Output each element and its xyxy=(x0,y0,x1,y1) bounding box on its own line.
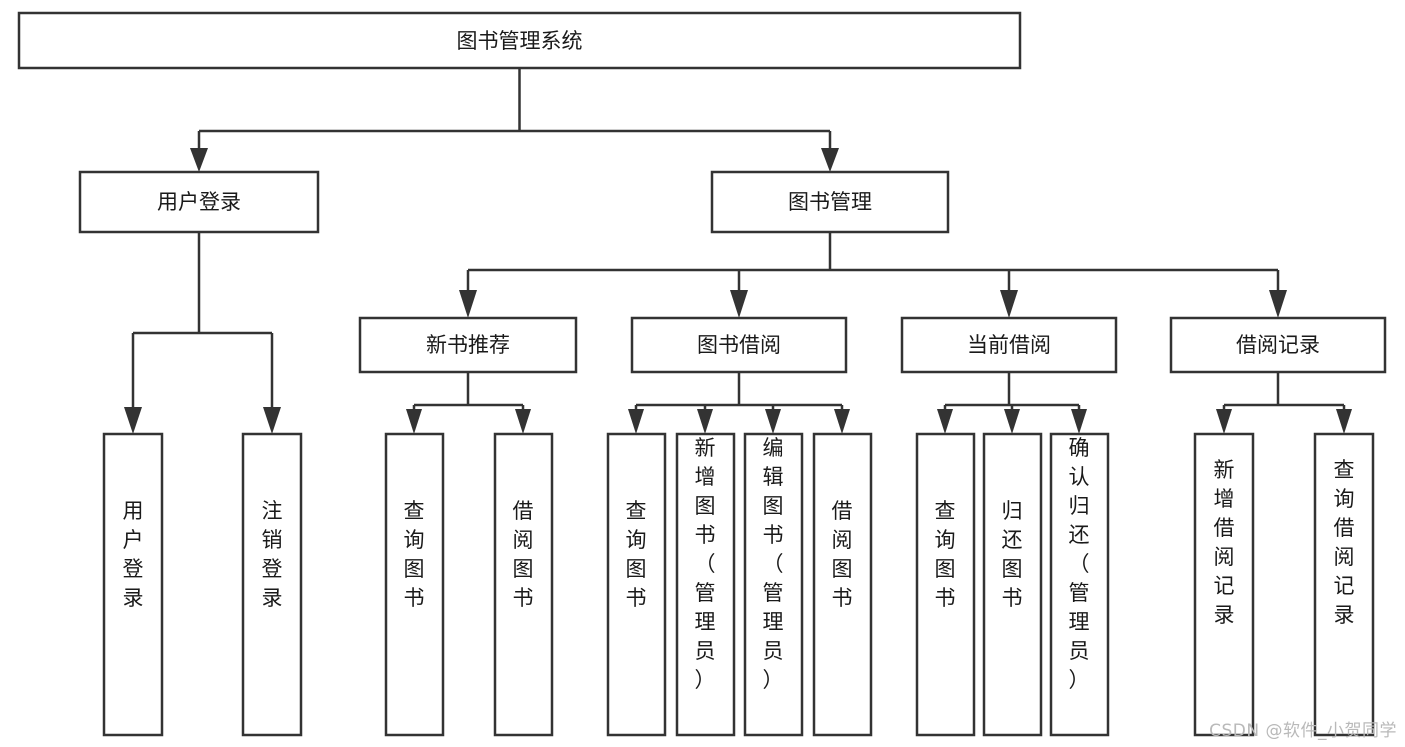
node-leaf-user-login-box[interactable] xyxy=(102,432,164,737)
node-borrow-record[interactable]: 借阅记录 xyxy=(1169,316,1387,374)
node-leaf-return-book[interactable]: 归还图书 xyxy=(982,432,1043,737)
node-root-label: 图书管理系统 xyxy=(457,29,583,53)
node-leaf-query-book-3-label: 查询图书 xyxy=(935,499,956,610)
node-book-management-label: 图书管理 xyxy=(788,190,872,214)
node-leaf-user-logout-box[interactable] xyxy=(241,432,303,737)
arrow-head-leaf-query-book-1 xyxy=(406,409,422,434)
node-leaf-query-record-label: 查询借阅记录 xyxy=(1334,458,1355,627)
node-user-login[interactable]: 用户登录 xyxy=(78,170,320,234)
node-book-management-box[interactable] xyxy=(710,170,950,234)
node-leaf-query-book-2-box[interactable] xyxy=(606,432,667,737)
arrow-head-leaf-return-book xyxy=(1004,409,1020,434)
connector-layer xyxy=(124,68,1352,434)
csdn-watermark: CSDN @软件_小贺同学 xyxy=(1209,721,1397,741)
node-leaf-user-logout-label: 注销登录 xyxy=(262,499,283,610)
node-leaf-add-book-label: 新增图书（管理员） xyxy=(695,436,716,692)
node-new-book-recommend-label: 新书推荐 xyxy=(426,333,510,357)
node-leaf-query-record[interactable]: 查询借阅记录 xyxy=(1313,432,1375,737)
node-leaf-borrow-book-1-label: 借阅图书 xyxy=(513,499,534,610)
node-borrow-record-label: 借阅记录 xyxy=(1236,333,1320,357)
node-leaf-user-login-label: 用户登录 xyxy=(123,499,144,610)
node-borrow-record-box[interactable] xyxy=(1169,316,1387,374)
node-current-borrow-label: 当前借阅 xyxy=(967,333,1051,357)
node-root[interactable]: 图书管理系统 xyxy=(17,11,1022,70)
node-leaf-user-logout[interactable]: 注销登录 xyxy=(241,432,303,737)
node-leaf-query-book-2-label: 查询图书 xyxy=(626,499,647,610)
node-leaf-query-book-1[interactable]: 查询图书 xyxy=(384,432,445,737)
node-leaf-borrow-book-1[interactable]: 借阅图书 xyxy=(493,432,554,737)
arrow-head-leaf-edit-book xyxy=(765,409,781,434)
node-leaf-borrow-book-1-box[interactable] xyxy=(493,432,554,737)
arrow-head-new-book-recommend xyxy=(459,290,477,318)
arrow-head-leaf-query-book-2 xyxy=(628,409,644,434)
arrow-head-leaf-add-book xyxy=(697,409,713,434)
node-leaf-query-book-2[interactable]: 查询图书 xyxy=(606,432,667,737)
arrow-head-leaf-confirm-return xyxy=(1071,409,1087,434)
node-leaf-query-book-1-box[interactable] xyxy=(384,432,445,737)
node-current-borrow[interactable]: 当前借阅 xyxy=(900,316,1118,374)
node-root-box[interactable] xyxy=(17,11,1022,70)
arrow-head-leaf-add-record xyxy=(1216,409,1232,434)
node-user-login-label: 用户登录 xyxy=(157,190,241,214)
node-leaf-return-book-box[interactable] xyxy=(982,432,1043,737)
node-new-book-recommend-box[interactable] xyxy=(358,316,578,374)
node-leaf-add-record-label: 新增借阅记录 xyxy=(1214,458,1235,627)
node-leaf-edit-book-box[interactable] xyxy=(743,432,804,737)
node-leaf-confirm-return-label: 确认归还（管理员） xyxy=(1069,436,1090,692)
arrow-head-leaf-query-record xyxy=(1336,409,1352,434)
node-leaf-add-record[interactable]: 新增借阅记录 xyxy=(1193,432,1255,737)
arrow-head-borrow-record xyxy=(1269,290,1287,318)
node-book-management[interactable]: 图书管理 xyxy=(710,170,950,234)
node-leaf-add-book[interactable]: 新增图书（管理员） xyxy=(675,432,736,737)
node-leaf-return-book-label: 归还图书 xyxy=(1002,499,1023,610)
node-leaf-confirm-return[interactable]: 确认归还（管理员） xyxy=(1049,432,1110,737)
node-book-borrow[interactable]: 图书借阅 xyxy=(630,316,848,374)
arrow-head-leaf-borrow-book-1 xyxy=(515,409,531,434)
node-leaf-user-login[interactable]: 用户登录 xyxy=(102,432,164,737)
node-book-borrow-label: 图书借阅 xyxy=(697,333,781,357)
node-leaf-borrow-book-2-box[interactable] xyxy=(812,432,873,737)
arrow-head-current-borrow xyxy=(1000,290,1018,318)
arrow-head-user-login xyxy=(190,148,208,172)
arrow-head-leaf-user-login xyxy=(124,407,142,434)
node-current-borrow-box[interactable] xyxy=(900,316,1118,374)
node-user-login-box[interactable] xyxy=(78,170,320,234)
arrow-head-leaf-borrow-book-2 xyxy=(834,409,850,434)
node-leaf-borrow-book-2[interactable]: 借阅图书 xyxy=(812,432,873,737)
node-leaf-borrow-book-2-label: 借阅图书 xyxy=(832,499,853,610)
node-leaf-edit-book-label: 编辑图书（管理员） xyxy=(763,436,784,692)
node-leaf-add-book-box[interactable] xyxy=(675,432,736,737)
node-leaf-query-book-1-label: 查询图书 xyxy=(404,499,425,610)
node-new-book-recommend[interactable]: 新书推荐 xyxy=(358,316,578,374)
arrow-head-leaf-query-book-3 xyxy=(937,409,953,434)
node-leaf-query-book-3-box[interactable] xyxy=(915,432,976,737)
arrow-head-leaf-user-logout xyxy=(263,407,281,434)
node-leaf-edit-book[interactable]: 编辑图书（管理员） xyxy=(743,432,804,737)
node-leaf-confirm-return-box[interactable] xyxy=(1049,432,1110,737)
arrow-head-book-management xyxy=(821,148,839,172)
node-leaf-query-book-3[interactable]: 查询图书 xyxy=(915,432,976,737)
node-leaf-query-record-box[interactable] xyxy=(1313,432,1375,737)
node-leaf-add-record-box[interactable] xyxy=(1193,432,1255,737)
arrow-head-book-borrow xyxy=(730,290,748,318)
node-book-borrow-box[interactable] xyxy=(630,316,848,374)
